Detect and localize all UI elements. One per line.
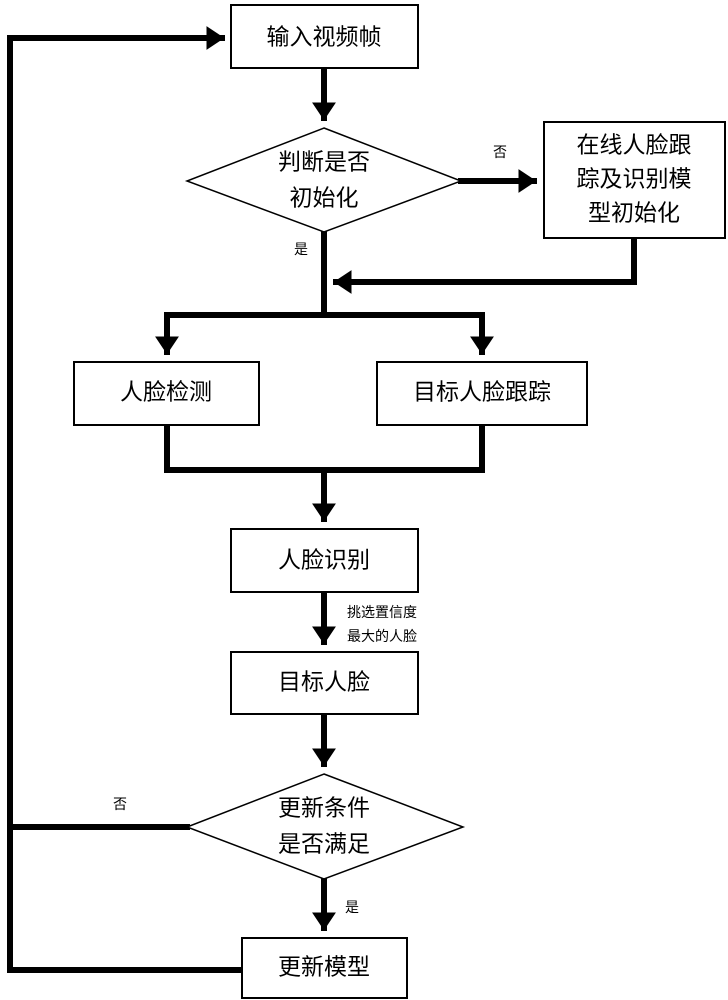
node-update-model: 更新模型 [242, 938, 407, 998]
node-target-track: 目标人脸跟踪 [377, 362, 587, 425]
edge-label-update-no: 否 [113, 797, 127, 813]
node-update-cond: 更新条件 是否满足 [187, 774, 463, 879]
node-label: 人脸检测 [120, 380, 212, 406]
node-model-init: 在线人脸跟 踪及识别模 型初始化 [544, 122, 725, 238]
edge-label-init-yes: 是 [294, 242, 308, 258]
init-return-line [336, 238, 634, 282]
node-label: 是否满足 [278, 832, 370, 858]
join-line [167, 425, 482, 470]
node-face-detect: 人脸检测 [74, 362, 259, 425]
node-face-recog: 人脸识别 [231, 529, 418, 592]
node-label: 目标人脸 [278, 670, 370, 696]
node-label: 更新模型 [278, 955, 370, 981]
edge-label-select-line1: 挑选置信度 [347, 605, 417, 621]
node-label: 踪及识别模 [577, 167, 692, 193]
node-label: 初始化 [290, 186, 359, 212]
node-label: 在线人脸跟 [577, 133, 692, 159]
node-label: 更新条件 [278, 796, 370, 822]
edge-label-init-no: 否 [493, 145, 507, 161]
node-target-face: 目标人脸 [231, 652, 418, 714]
edge-label-update-yes: 是 [345, 900, 359, 916]
node-input-frame: 输入视频帧 [231, 5, 418, 68]
node-label: 型初始化 [588, 201, 680, 227]
node-label: 目标人脸跟踪 [413, 380, 551, 406]
edge-label-select-line2: 最大的人脸 [347, 629, 417, 645]
node-label: 判断是否 [278, 150, 370, 176]
split-line [167, 315, 482, 352]
node-check-init: 判断是否 初始化 [187, 128, 461, 232]
node-label: 人脸识别 [278, 548, 370, 574]
node-label: 输入视频帧 [267, 25, 382, 51]
